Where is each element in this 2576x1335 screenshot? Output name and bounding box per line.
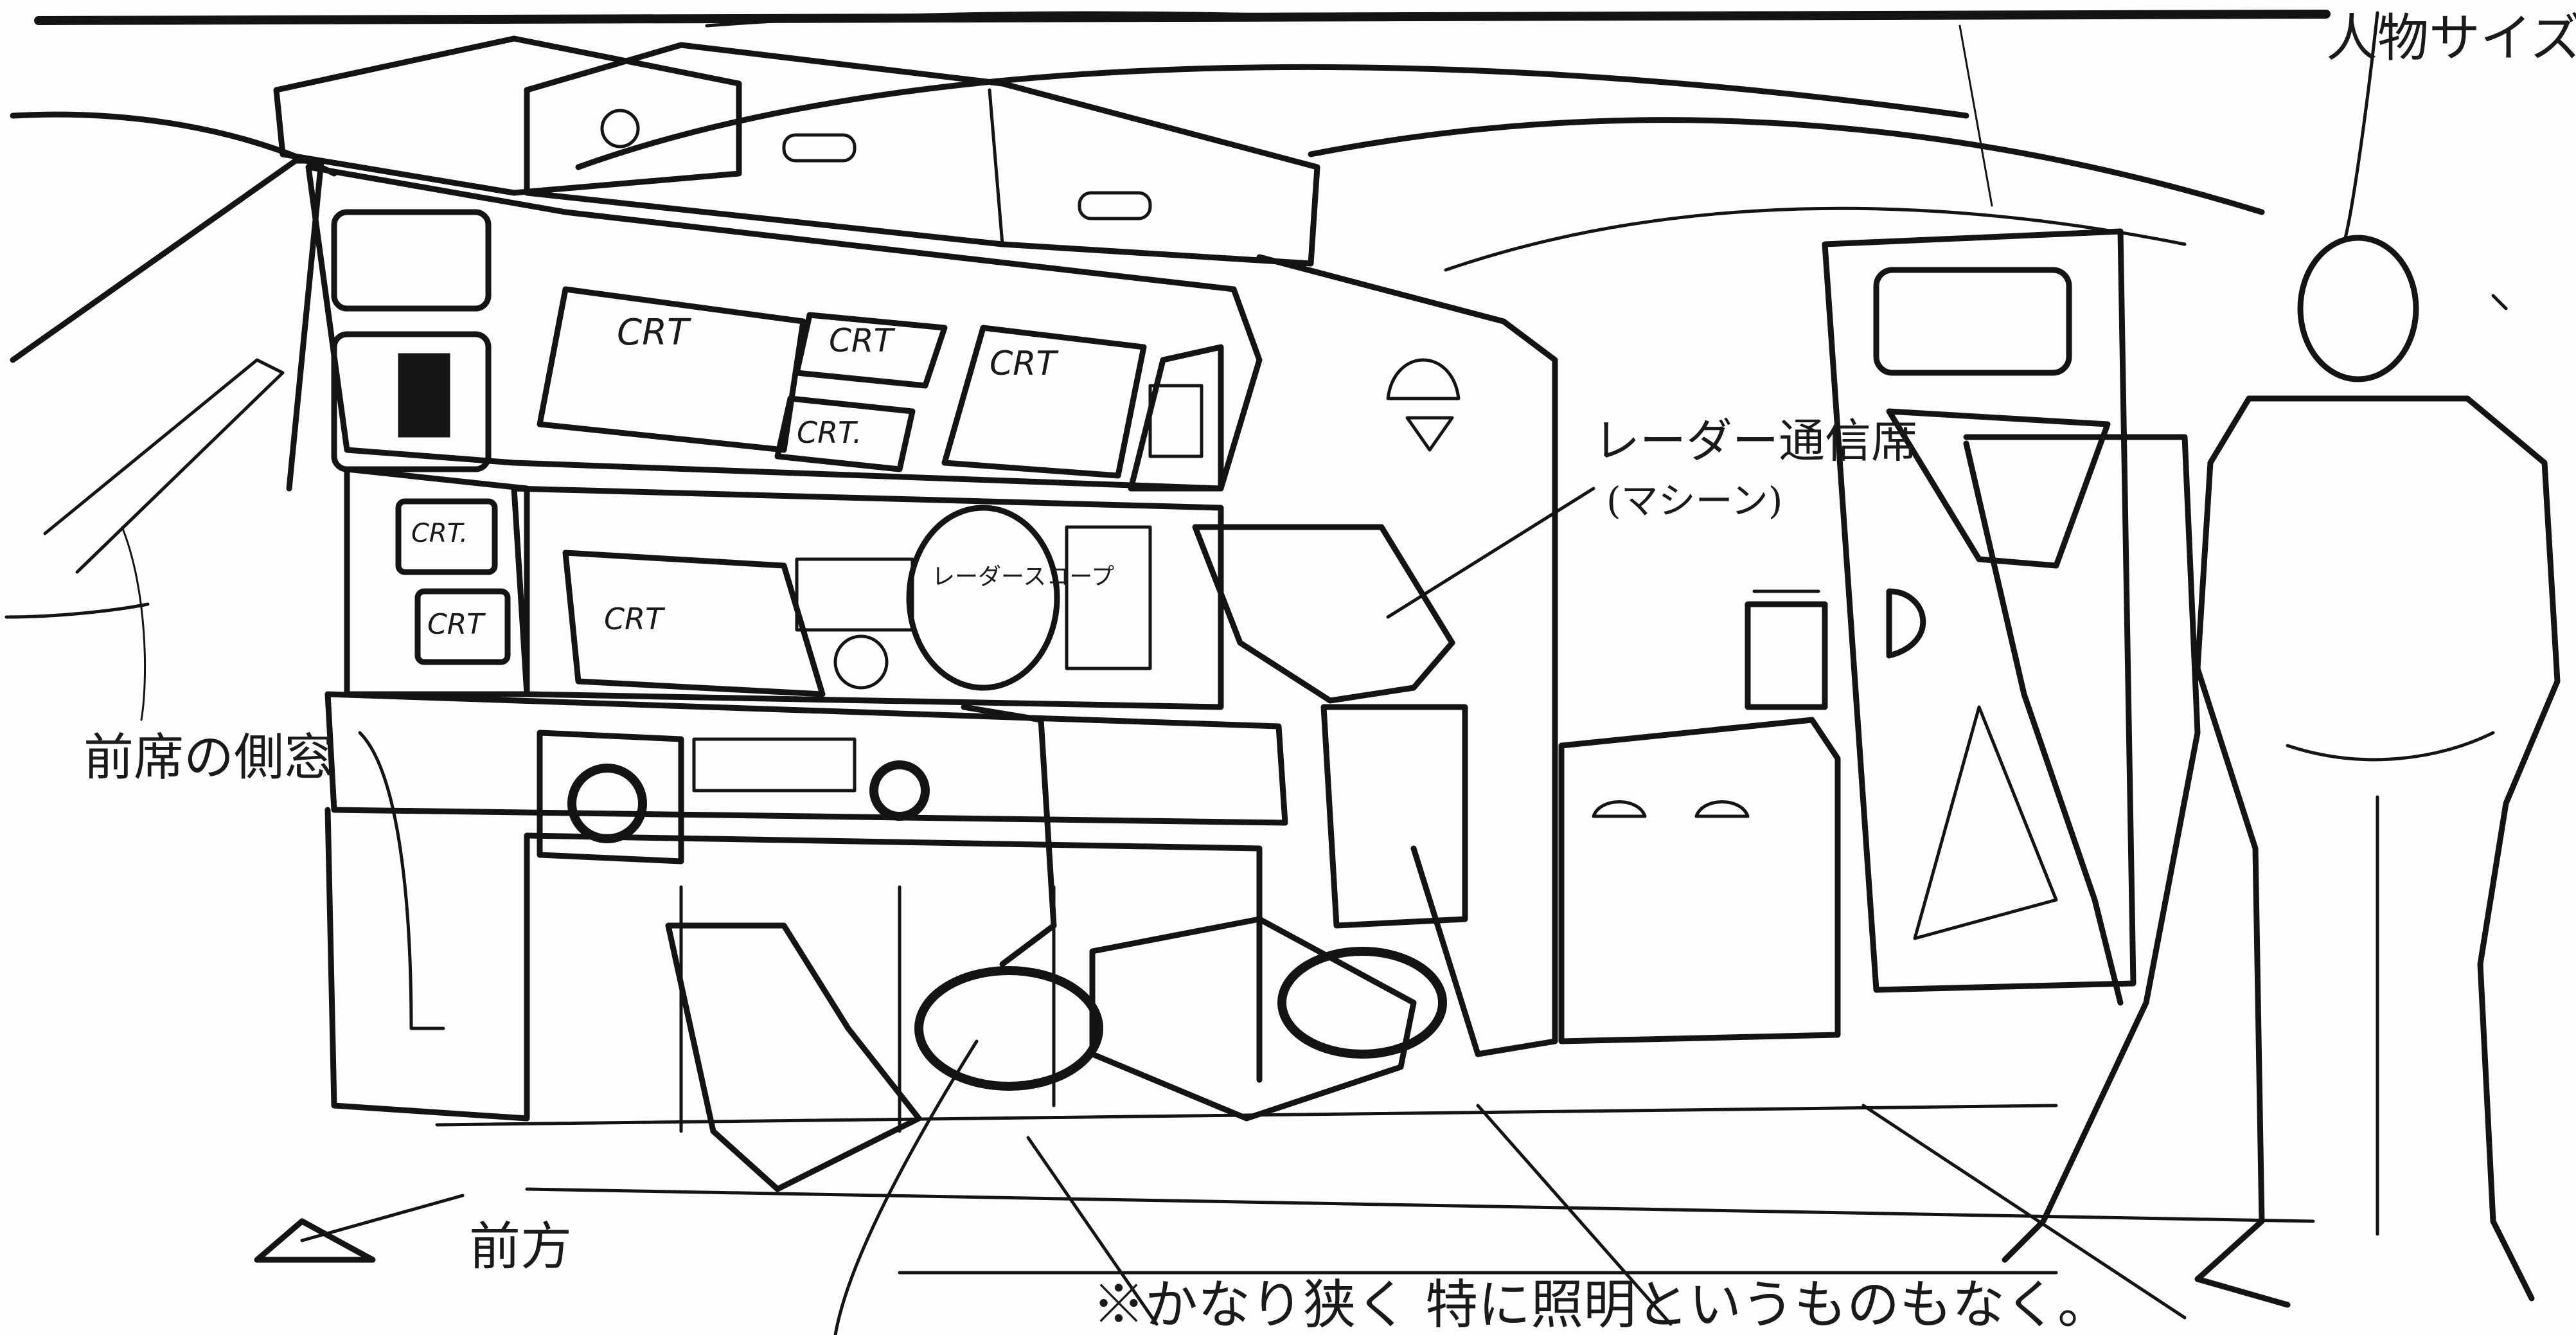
left-switch-block [398,353,450,438]
wall-control-box [1745,601,1828,710]
forward-arrow-tail [300,1194,465,1242]
overhead-vent-1 [782,133,857,163]
crt-top-left-label: CRT [617,312,689,354]
radar-scope [906,505,1060,691]
rear-door-window [1873,267,2072,376]
overhead-knob [600,109,640,148]
keypad-grid-left [795,557,914,632]
cabinet-lamp-1 [1592,800,1647,818]
ceiling-arc-3 [1444,206,2187,272]
overhead-divider [988,88,1004,246]
ceiling-arc-1 [575,64,1969,170]
person-body-right [2246,395,2561,1302]
radar-operator-seat-back [1192,524,1455,704]
figure-sketch-ghost [1963,434,2201,1263]
chair-left-back [961,704,1057,967]
cabinet-lamp-2 [1694,800,1750,818]
crt-lower-main-label: CRT [604,602,664,636]
desk-dial-left [567,764,647,843]
chair-right-seat [1277,947,1447,1059]
right-keypad [1148,384,1204,458]
person-ear [2491,294,2508,310]
person-body-left [2194,395,2291,1308]
console-dial [833,634,889,690]
middle-console [511,485,1224,710]
crt-small-center-label: CRT. [797,415,862,450]
upper-crt-housing [305,164,1263,492]
radar-scope-pointer [833,1039,979,1335]
floor-line-6 [1861,1104,2187,1320]
overhead-panel-left [273,35,742,196]
right-instrument-column [1128,344,1224,492]
crt-top-left-screen [537,286,806,453]
bottom-note: ※かなり狭く 特に照明というものもなく。 [1092,1275,2111,1335]
desk-dial-center [869,760,930,821]
forward-label: 前方 [469,1217,572,1277]
person-size-label: 人物サイズ [2326,8,2576,68]
left-mid-panel [331,331,492,472]
forward-arrow-icon [254,1218,376,1263]
front-side-window-label: 前席の側窓 [84,729,335,787]
crt-side-lower-label: CRT [427,608,484,641]
keypad-grid-right [1065,525,1152,670]
crt-top-center-screen [794,312,948,389]
base-cabinet-front [524,832,1263,1083]
left-upper-panel [331,209,492,312]
window-pointer-line [121,526,147,721]
crt-side-upper-screen [395,498,498,575]
desk-surface [324,691,1288,826]
floor-line-2 [525,1187,2315,1223]
radar-operator-seat-base [1320,704,1468,929]
person-head [2297,235,2419,382]
crt-lower-main-screen [562,550,826,697]
crt-side-lower-screen [414,588,511,665]
ceiling-arc-2 [1308,117,2265,215]
chair-right-frame [1089,916,1417,1122]
person-belt [2286,731,2495,762]
desk-dial-housing-left [537,730,684,865]
crt-side-upper-label: CRT. [411,519,468,548]
crt-top-right-screen [941,325,1147,479]
desk-keyboard [692,737,857,793]
radar-console-label: レーダー通信席 [1594,414,1918,468]
figure-sketch-ghost-2 [1963,440,2124,1006]
rear-door [1822,228,2136,993]
ceiling-arc-4 [705,11,1448,28]
radar-scope-label: レーダースコープ [932,564,1115,590]
floor-line-5 [1476,1104,1673,1326]
center-wall-panel [1256,254,1558,1057]
crt-top-center-label: CRT [829,322,894,359]
floor-line-1 [435,1104,2058,1127]
rear-door-lower-panel [1913,705,2058,940]
radar-console-pointer [1386,487,1595,619]
rear-door-handle [1886,588,1926,659]
overhead-panel-main [524,42,1320,267]
chair-left-seat [914,966,1103,1091]
sill-line [4,602,150,619]
crt-top-right-label: CRT [990,345,1057,383]
chair-left-frame [665,922,922,1192]
wall-lamp [1386,358,1461,400]
wall-arrow [1405,416,1454,452]
floor-line-4 [1026,1136,1159,1326]
side-window-outer [10,157,324,492]
small-cabinet [1558,717,1841,1044]
top-frame-line [34,10,2331,25]
crt-small-center-screen [774,395,916,472]
person-size-pointer [2343,11,2379,240]
overhead-vent-2 [1078,191,1152,220]
ceiling-seam [1959,24,1993,207]
base-cabinet-left [324,807,530,1122]
rear-door-panel [1886,408,2111,569]
side-window-inner [43,358,285,574]
radar-console-note: (マシーン) [1606,479,1783,523]
handle-pipe [358,731,445,1030]
